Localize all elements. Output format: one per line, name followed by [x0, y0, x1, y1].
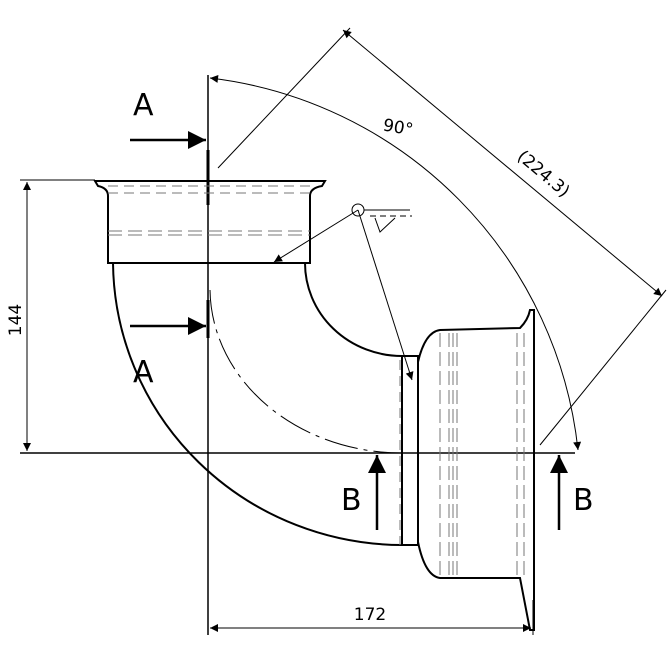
part-geometry — [20, 75, 575, 635]
right-neck — [401, 355, 419, 546]
dimension-lines — [20, 27, 667, 635]
angle-dimension-value: 90° — [381, 116, 414, 141]
diagonal-dimension-line — [342, 29, 663, 297]
section-label-b-left: B — [341, 483, 362, 518]
centerline-arc — [209, 289, 403, 454]
width-dimension-value: 172 — [354, 605, 386, 625]
diagonal-dimension-value: (224.3) — [513, 147, 573, 202]
weld-triangle-icon — [374, 217, 396, 233]
section-label-b-right: B — [573, 483, 594, 518]
outer-bend — [112, 262, 403, 546]
section-arrows — [130, 131, 568, 530]
height-dimension-value: 144 — [6, 304, 26, 336]
inner-bend — [304, 262, 403, 357]
section-label-a-top: A — [133, 88, 154, 123]
section-label-a-bottom: A — [133, 355, 154, 390]
angle-dimension-arc — [209, 74, 582, 451]
